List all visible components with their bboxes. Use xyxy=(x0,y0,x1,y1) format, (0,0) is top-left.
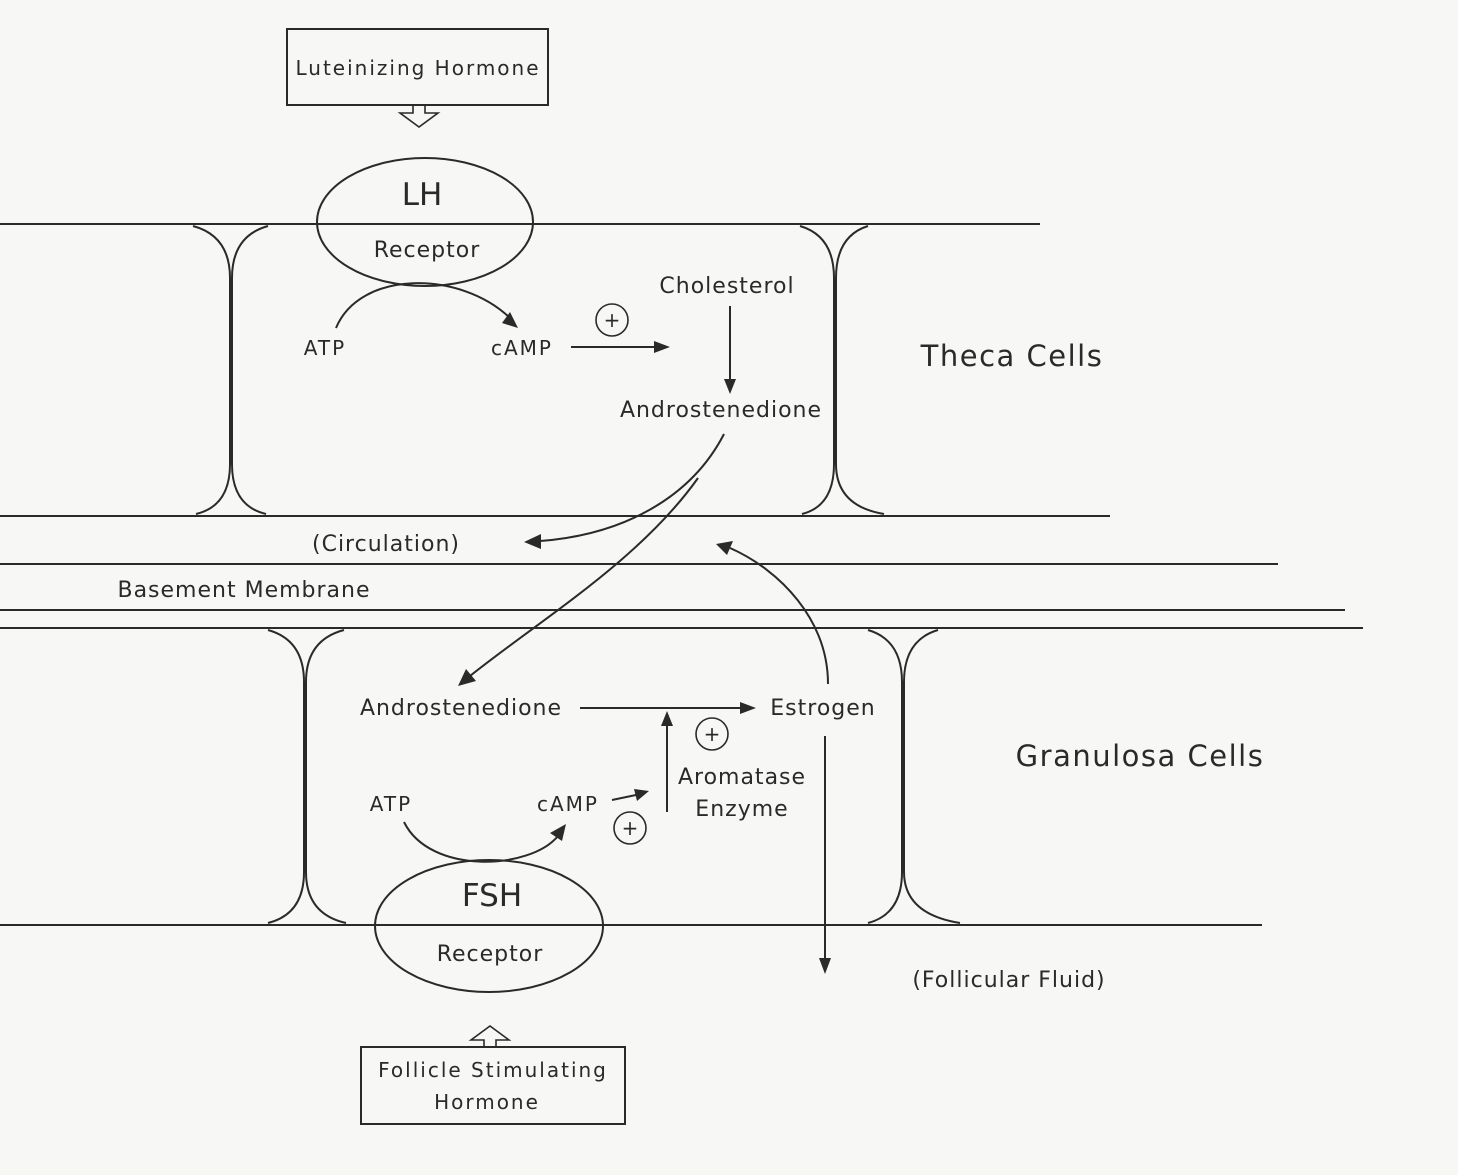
estrogen-circulation-arrowhead-icon xyxy=(716,541,733,555)
basement-membrane-label: Basement Membrane xyxy=(117,578,370,603)
theca-wall-right-a xyxy=(799,225,835,515)
theca-androstenedione-label: Androstenedione xyxy=(620,398,822,423)
follicular-fluid-arrowhead-icon xyxy=(819,958,831,974)
fsh-receptor-label: Receptor xyxy=(437,942,544,967)
granulosa-wall-right-b xyxy=(903,629,961,924)
aromatase-label: Aromatase xyxy=(678,765,806,790)
theca-camp-label: cAMP xyxy=(491,336,553,360)
lh-label: LH xyxy=(402,177,443,213)
fsh-label: FSH xyxy=(462,878,522,914)
androstenedione-diffusion-arrow xyxy=(469,477,699,677)
granulosa-wall-left-a xyxy=(267,629,305,924)
granulosa-atp-camp-arrowhead-icon xyxy=(550,824,566,841)
lh-receptor-ellipse xyxy=(316,157,534,287)
theca-atp-camp-arrowhead-icon xyxy=(502,312,518,328)
membrane-lines xyxy=(0,223,1363,926)
granulosa-plus-sign: + xyxy=(622,816,639,840)
granulosa-cells-label: Granulosa Cells xyxy=(1016,739,1265,773)
theca-wall-left-a xyxy=(192,225,231,515)
theca-cells-label: Theca Cells xyxy=(920,339,1104,373)
granulosa-camp-label: cAMP xyxy=(537,792,599,816)
theca-plus-sign: + xyxy=(604,308,621,332)
granulosa-wall-right-a xyxy=(867,629,903,924)
theca-plus-circle-icon xyxy=(595,303,629,337)
aromatase-plus-circle-icon xyxy=(695,717,729,751)
fsh-hormone-box xyxy=(360,1046,626,1125)
cell-walls xyxy=(192,225,961,924)
camp-to-aromatase-arrow xyxy=(611,794,637,801)
theca-wall-left-b xyxy=(231,225,269,515)
theca-atp-camp-curve xyxy=(335,282,511,329)
follicular-fluid-label: (Follicular Fluid) xyxy=(912,968,1105,993)
diffusion-arrowhead-icon xyxy=(458,669,476,686)
enzyme-label: Enzyme xyxy=(695,797,788,822)
lh-hormone-box xyxy=(286,28,549,106)
androstenedione-to-circulation-arrow xyxy=(539,433,725,542)
fsh-hormone-label-line2: Hormone xyxy=(434,1090,540,1114)
estrogen-arrowhead-icon xyxy=(740,702,756,714)
lh-receptor-label: Receptor xyxy=(374,238,481,263)
granulosa-wall-left-b xyxy=(305,629,347,924)
fsh-receptor-ellipse xyxy=(374,859,604,993)
theca-atp-label: ATP xyxy=(304,336,346,360)
aromatase-arrowhead-icon xyxy=(661,711,673,726)
camp-to-aromatase-arrowhead-icon xyxy=(634,789,649,801)
granulosa-androstenedione-label: Androstenedione xyxy=(360,696,562,721)
circulation-label: (Circulation) xyxy=(312,532,460,557)
fsh-hormone-label-line1: Follicle Stimulating xyxy=(378,1058,608,1082)
circulation-arrowhead-icon xyxy=(524,534,541,549)
camp-to-cholesterol-arrowhead-icon xyxy=(654,341,670,353)
cholesterol-arrowhead-icon xyxy=(724,379,736,394)
granulosa-atp-camp-curve xyxy=(403,821,559,863)
aromatase-plus-sign: + xyxy=(704,722,721,746)
lh-hormone-label: Luteinizing Hormone xyxy=(295,56,540,80)
theca-wall-right-b xyxy=(835,225,885,515)
fsh-hollow-arrow-icon xyxy=(468,1025,512,1046)
lh-hollow-arrow-icon xyxy=(397,106,441,128)
cholesterol-label: Cholesterol xyxy=(659,274,794,299)
estrogen-label: Estrogen xyxy=(770,696,875,721)
granulosa-plus-circle-icon xyxy=(613,811,647,845)
estrogen-to-circulation-arrow xyxy=(729,547,829,685)
granulosa-atp-label: ATP xyxy=(370,792,412,816)
